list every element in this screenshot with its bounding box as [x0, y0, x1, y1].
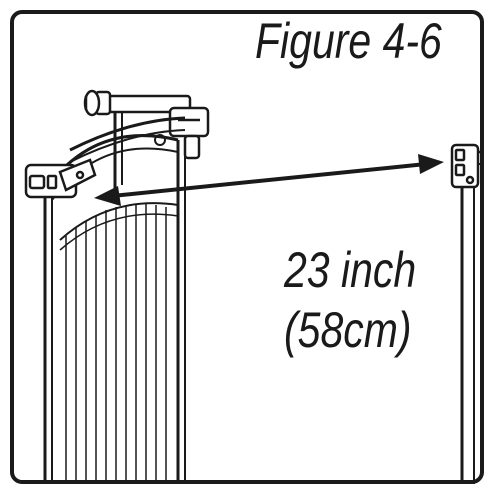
pressure-mount	[83, 89, 210, 160]
brace-arm	[69, 116, 186, 163]
figure-title: Figure 4-6	[255, 13, 442, 69]
measurement-imperial: 23 inch	[284, 242, 417, 298]
catch-bracket	[450, 143, 480, 189]
measurement-metric: (58cm)	[284, 302, 412, 358]
latch-housing	[24, 158, 97, 199]
gate-panel	[43, 100, 186, 484]
double-headed-arrow-icon	[94, 154, 444, 206]
gate-bars	[65, 204, 167, 484]
figure-frame	[10, 10, 484, 484]
